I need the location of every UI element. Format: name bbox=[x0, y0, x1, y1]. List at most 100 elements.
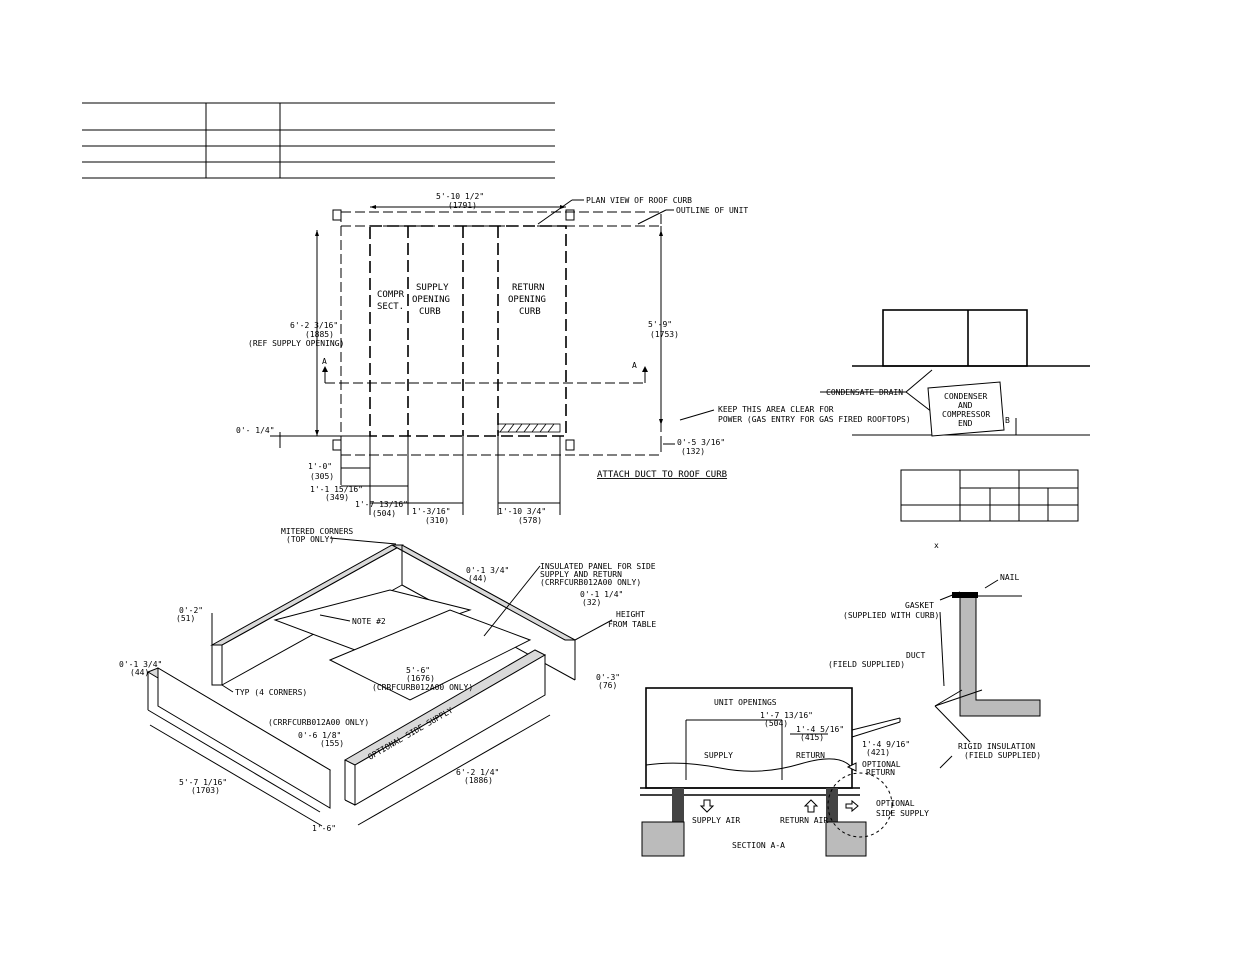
compr-label-1: COMPR bbox=[377, 290, 405, 300]
nail-label: NAIL bbox=[1000, 573, 1019, 582]
insulated-line1: INSULATED PANEL FOR SIDE bbox=[540, 562, 656, 571]
dim-1-1: 1'-1 15/16" bbox=[310, 485, 363, 494]
left-height: 6'-2 3/16" bbox=[290, 321, 338, 330]
detail-b: CONDENSATE DRAIN CONDENSER AND COMPRESSO… bbox=[820, 309, 1090, 550]
condenser-line3: COMPRESSOR bbox=[942, 410, 990, 419]
asterisk-note: x bbox=[934, 541, 939, 550]
iso-dim-5-6: 5'-6" bbox=[406, 666, 430, 675]
condenser-line1: CONDENSER bbox=[944, 392, 988, 401]
section-mark-left: A bbox=[322, 357, 327, 366]
supply-label-2: OPENING bbox=[412, 295, 450, 305]
condenser-line2: AND bbox=[958, 401, 973, 410]
supply-air: SUPPLY AIR bbox=[692, 816, 740, 825]
unit-openings: UNIT OPENINGS bbox=[714, 698, 777, 707]
note-2: NOTE #2 bbox=[352, 617, 386, 626]
iso-left-dim-mm: (44) bbox=[130, 668, 149, 677]
insulated-line2: SUPPLY AND RETURN bbox=[540, 570, 622, 579]
iso-dim-5-6-note: (CRRFCURB012A00 ONLY) bbox=[372, 683, 473, 692]
section-dim-1-4-9-mm: (421) bbox=[866, 748, 890, 757]
iso-dim-2-mm: (51) bbox=[176, 614, 195, 623]
dim-1-3-mm: (310) bbox=[425, 516, 449, 525]
rigid-insulation-2: (FIELD SUPPLIED) bbox=[964, 751, 1041, 760]
left-height-mm: (1885) bbox=[305, 330, 334, 339]
supply-label-1: SUPPLY bbox=[416, 283, 449, 293]
section-aa-label: SECTION A-A bbox=[732, 841, 785, 850]
return-label-3: CURB bbox=[519, 307, 541, 317]
typ-corners: TYP (4 CORNERS) bbox=[235, 688, 307, 697]
section-aa: UNIT OPENINGS 1'-7 13/16" (504) 1'-4 5/1… bbox=[640, 687, 929, 857]
dim-1-10-mm: (578) bbox=[518, 516, 542, 525]
crrf-only: (CRRFCURB012A00 ONLY) bbox=[268, 718, 369, 727]
right-height-mm: (1753) bbox=[650, 330, 679, 339]
return-label-1: RETURN bbox=[512, 283, 545, 293]
insulated-line3: (CRRFCURB012A00 ONLY) bbox=[540, 578, 641, 587]
height-from-table-2: FROM TABLE bbox=[608, 620, 656, 629]
left-height-note: (REF SUPPLY OPENING) bbox=[248, 339, 344, 348]
rigid-insulation-1: RIGID INSULATION bbox=[958, 742, 1035, 751]
iso-dim-1-6: 1'-6" bbox=[312, 824, 336, 833]
iso-dim-1-1-4: 0'-1 1/4" bbox=[580, 590, 623, 599]
section-return: RETURN bbox=[796, 751, 825, 760]
condensate-drain-label: CONDENSATE DRAIN bbox=[826, 388, 903, 397]
iso-left-dim: 0'-1 3/4" bbox=[119, 660, 162, 669]
iso-dim-1-1-4-mm: (32) bbox=[582, 598, 601, 607]
iso-dim-1-3-4-mm: (44) bbox=[468, 574, 487, 583]
gasket-label-1: GASKET bbox=[905, 601, 934, 610]
iso-curb: OPTIONAL SIDE SUPPLY MITERED CORNERS (TO… bbox=[119, 527, 656, 833]
attach-duct-note: ATTACH DUCT TO ROOF CURB bbox=[597, 470, 727, 480]
dim-1-0: 1'-0" bbox=[308, 462, 332, 471]
iso-dim-6-1-8: 0'-6 1/8" bbox=[298, 731, 341, 740]
iso-dim-6-2-mm: (1886) bbox=[464, 776, 493, 785]
dim-left-bottom: 0'- 1/4" bbox=[236, 426, 275, 435]
section-dim-1-4-mm: (415) bbox=[800, 733, 824, 742]
plan-view-label: PLAN VIEW OF ROOF CURB bbox=[586, 196, 692, 205]
section-dim-1-4: 1'-4 5/16" bbox=[796, 725, 844, 734]
header-table bbox=[82, 102, 555, 179]
dim-right-bottom: 0'-5 3/16" bbox=[677, 438, 725, 447]
condenser-line4: END bbox=[958, 419, 973, 428]
iso-dim-5-7-mm: (1703) bbox=[191, 786, 220, 795]
dim-1-7-mm: (504) bbox=[372, 509, 396, 518]
gasket-detail: NAIL GASKET (SUPPLIED WITH CURB) DUCT (F… bbox=[828, 573, 1041, 769]
dim-1-10: 1'-10 3/4" bbox=[498, 507, 546, 516]
mitered-top-only: (TOP ONLY) bbox=[286, 535, 334, 544]
section-mark-right: A bbox=[632, 361, 637, 370]
optional-side-2: SIDE SUPPLY bbox=[876, 809, 929, 818]
supply-label-3: CURB bbox=[419, 307, 441, 317]
duct-label-2: (FIELD SUPPLIED) bbox=[828, 660, 905, 669]
iso-dim-2: 0'-2" bbox=[179, 606, 203, 615]
overall-width-mm: (1791) bbox=[448, 201, 477, 210]
optional-side-1: OPTIONAL bbox=[876, 799, 915, 808]
iso-dim-3: 0'-3" bbox=[596, 673, 620, 682]
dim-1-3: 1'-3/16" bbox=[412, 507, 451, 516]
plan-view: 5'-10 1/2" (1791) A A COMP bbox=[236, 192, 911, 525]
dim-right-bottom-mm: (132) bbox=[681, 447, 705, 456]
section-dim-1-7: 1'-7 13/16" bbox=[760, 711, 813, 720]
dim-1-7: 1'-7 13/16" bbox=[355, 500, 408, 509]
compr-label-2: SECT. bbox=[377, 302, 404, 312]
section-dim-1-7-mm: (504) bbox=[764, 719, 788, 728]
iso-dim-1-3-4: 0'-1 3/4" bbox=[466, 566, 509, 575]
iso-dim-3-mm: (76) bbox=[598, 681, 617, 690]
height-from-table-1: HEIGHT bbox=[616, 610, 645, 619]
keep-clear-line2: POWER (GAS ENTRY FOR GAS FIRED ROOFTOPS) bbox=[718, 415, 911, 424]
return-air: RETURN AIR bbox=[780, 816, 828, 825]
optional-return-2: RETURN bbox=[866, 768, 895, 777]
optional-return-1: OPTIONAL bbox=[862, 760, 901, 769]
dim-1-0-mm: (305) bbox=[310, 472, 334, 481]
iso-dim-6-2: 6'-2 1/4" bbox=[456, 768, 499, 777]
iso-dim-5-6-mm: (1676) bbox=[406, 674, 435, 683]
keep-clear-line1: KEEP THIS AREA CLEAR FOR bbox=[718, 405, 834, 414]
duct-label-1: DUCT bbox=[906, 651, 925, 660]
outline-of-unit-label: OUTLINE OF UNIT bbox=[676, 206, 748, 215]
gasket-label-2: (SUPPLIED WITH CURB) bbox=[843, 611, 939, 620]
iso-dim-6-1-8-mm: (155) bbox=[320, 739, 344, 748]
section-dim-1-4-9: 1'-4 9/16" bbox=[862, 740, 910, 749]
dim-1-1-mm: (349) bbox=[325, 493, 349, 502]
right-height: 5'-9" bbox=[648, 320, 672, 329]
section-supply: SUPPLY bbox=[704, 751, 733, 760]
dim-b-label: B bbox=[1005, 416, 1010, 425]
overall-width: 5'-10 1/2" bbox=[436, 192, 484, 201]
mitered-corners: MITERED CORNERS bbox=[281, 527, 353, 536]
